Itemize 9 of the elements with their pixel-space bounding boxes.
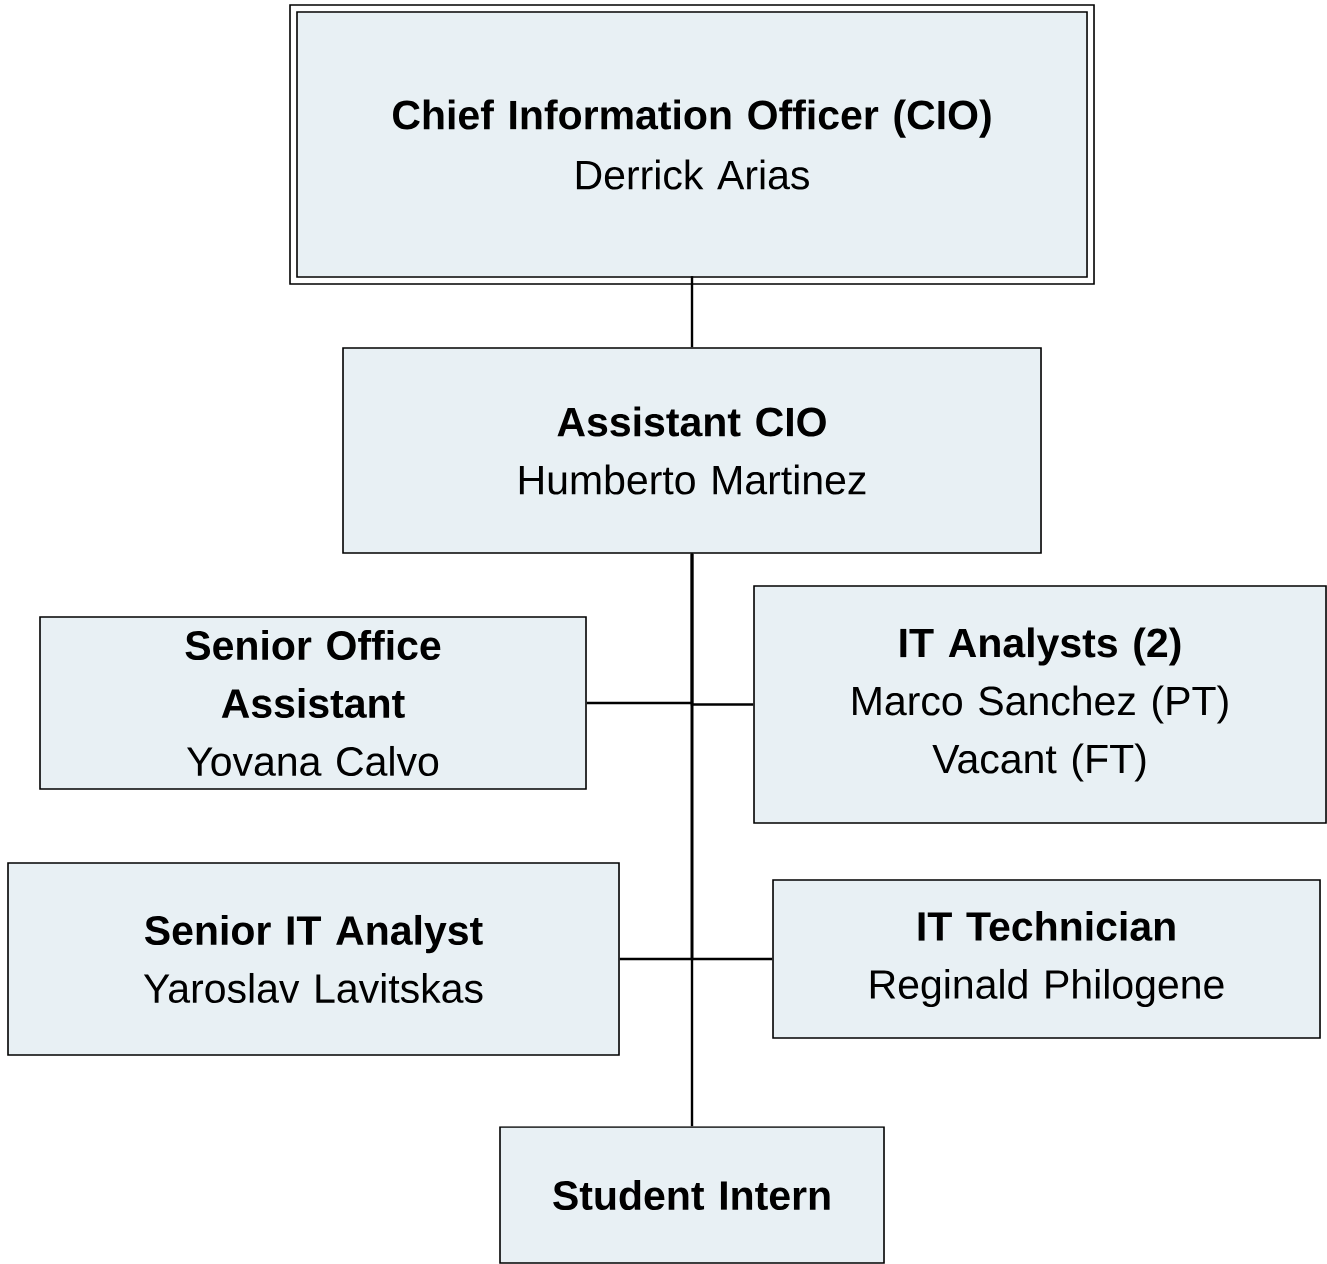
position-box: Student Intern <box>499 1126 885 1264</box>
position-box: IT Analysts (2) Marco Sanchez (PT) Vacant (FT) <box>753 585 1327 824</box>
title-box: Chief Information Officer (CIO) Derrick Arias <box>289 4 1095 285</box>
connector-line <box>690 276 694 348</box>
position-box: Senior IT Analyst Yaroslav Lavitskas <box>7 862 620 1056</box>
position-box: IT Technician Reginald Philogene <box>772 879 1321 1039</box>
position-box: Assistant CIO Humberto Martinez <box>342 347 1042 554</box>
connector-line <box>690 553 694 1127</box>
position-box: Senior Office Assistant Yovana Calvo <box>39 616 587 790</box>
